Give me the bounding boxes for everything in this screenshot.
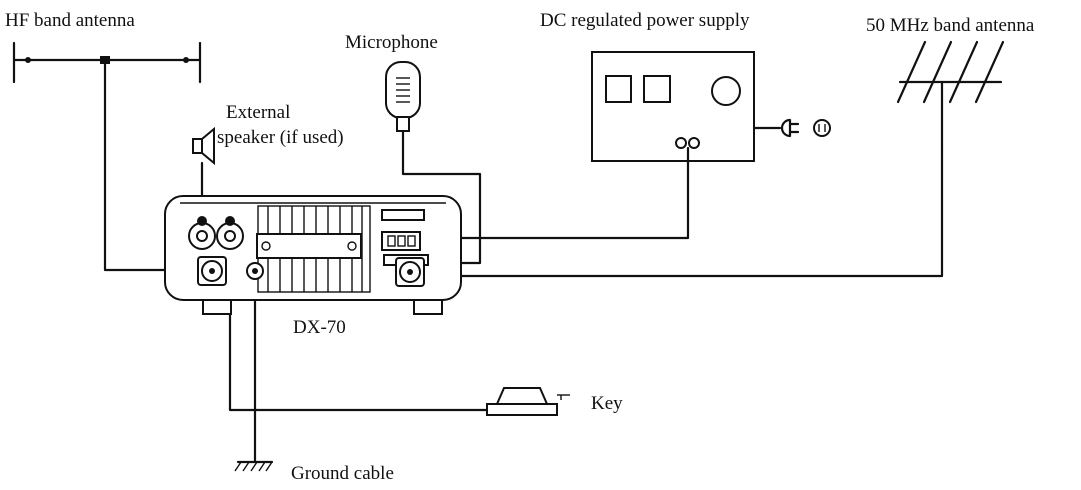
hf-antenna-label: HF band antenna <box>5 10 135 31</box>
transceiver-dx70 <box>164 195 462 315</box>
mhz50-antenna-connector <box>395 257 425 287</box>
ground-symbol-icon <box>234 460 274 472</box>
mhz50-antenna-label: 50 MHz band antenna <box>866 15 1035 36</box>
ground-cable-label: Ground cable <box>291 463 394 484</box>
ext-speaker-label-line2: speaker (if used) <box>217 127 344 148</box>
power-plug-icon <box>752 118 831 138</box>
ext-speaker-label-line1: External <box>226 102 290 123</box>
microphone-label: Microphone <box>345 32 438 53</box>
microphone-icon <box>385 61 421 132</box>
power-supply-label: DC regulated power supply <box>540 10 750 31</box>
key-label: Key <box>591 393 623 414</box>
external-speaker-icon <box>192 126 215 166</box>
mhz50-antenna-icon <box>896 40 1005 152</box>
ground-terminal <box>246 262 264 280</box>
key-jack <box>216 216 244 250</box>
power-supply-icon <box>591 51 755 162</box>
hf-antenna-connector <box>197 256 227 286</box>
hf-antenna-icon <box>12 41 202 84</box>
model-label: DX-70 <box>293 317 346 338</box>
morse-key-icon <box>486 387 570 416</box>
ext-sp-jack <box>188 216 216 250</box>
